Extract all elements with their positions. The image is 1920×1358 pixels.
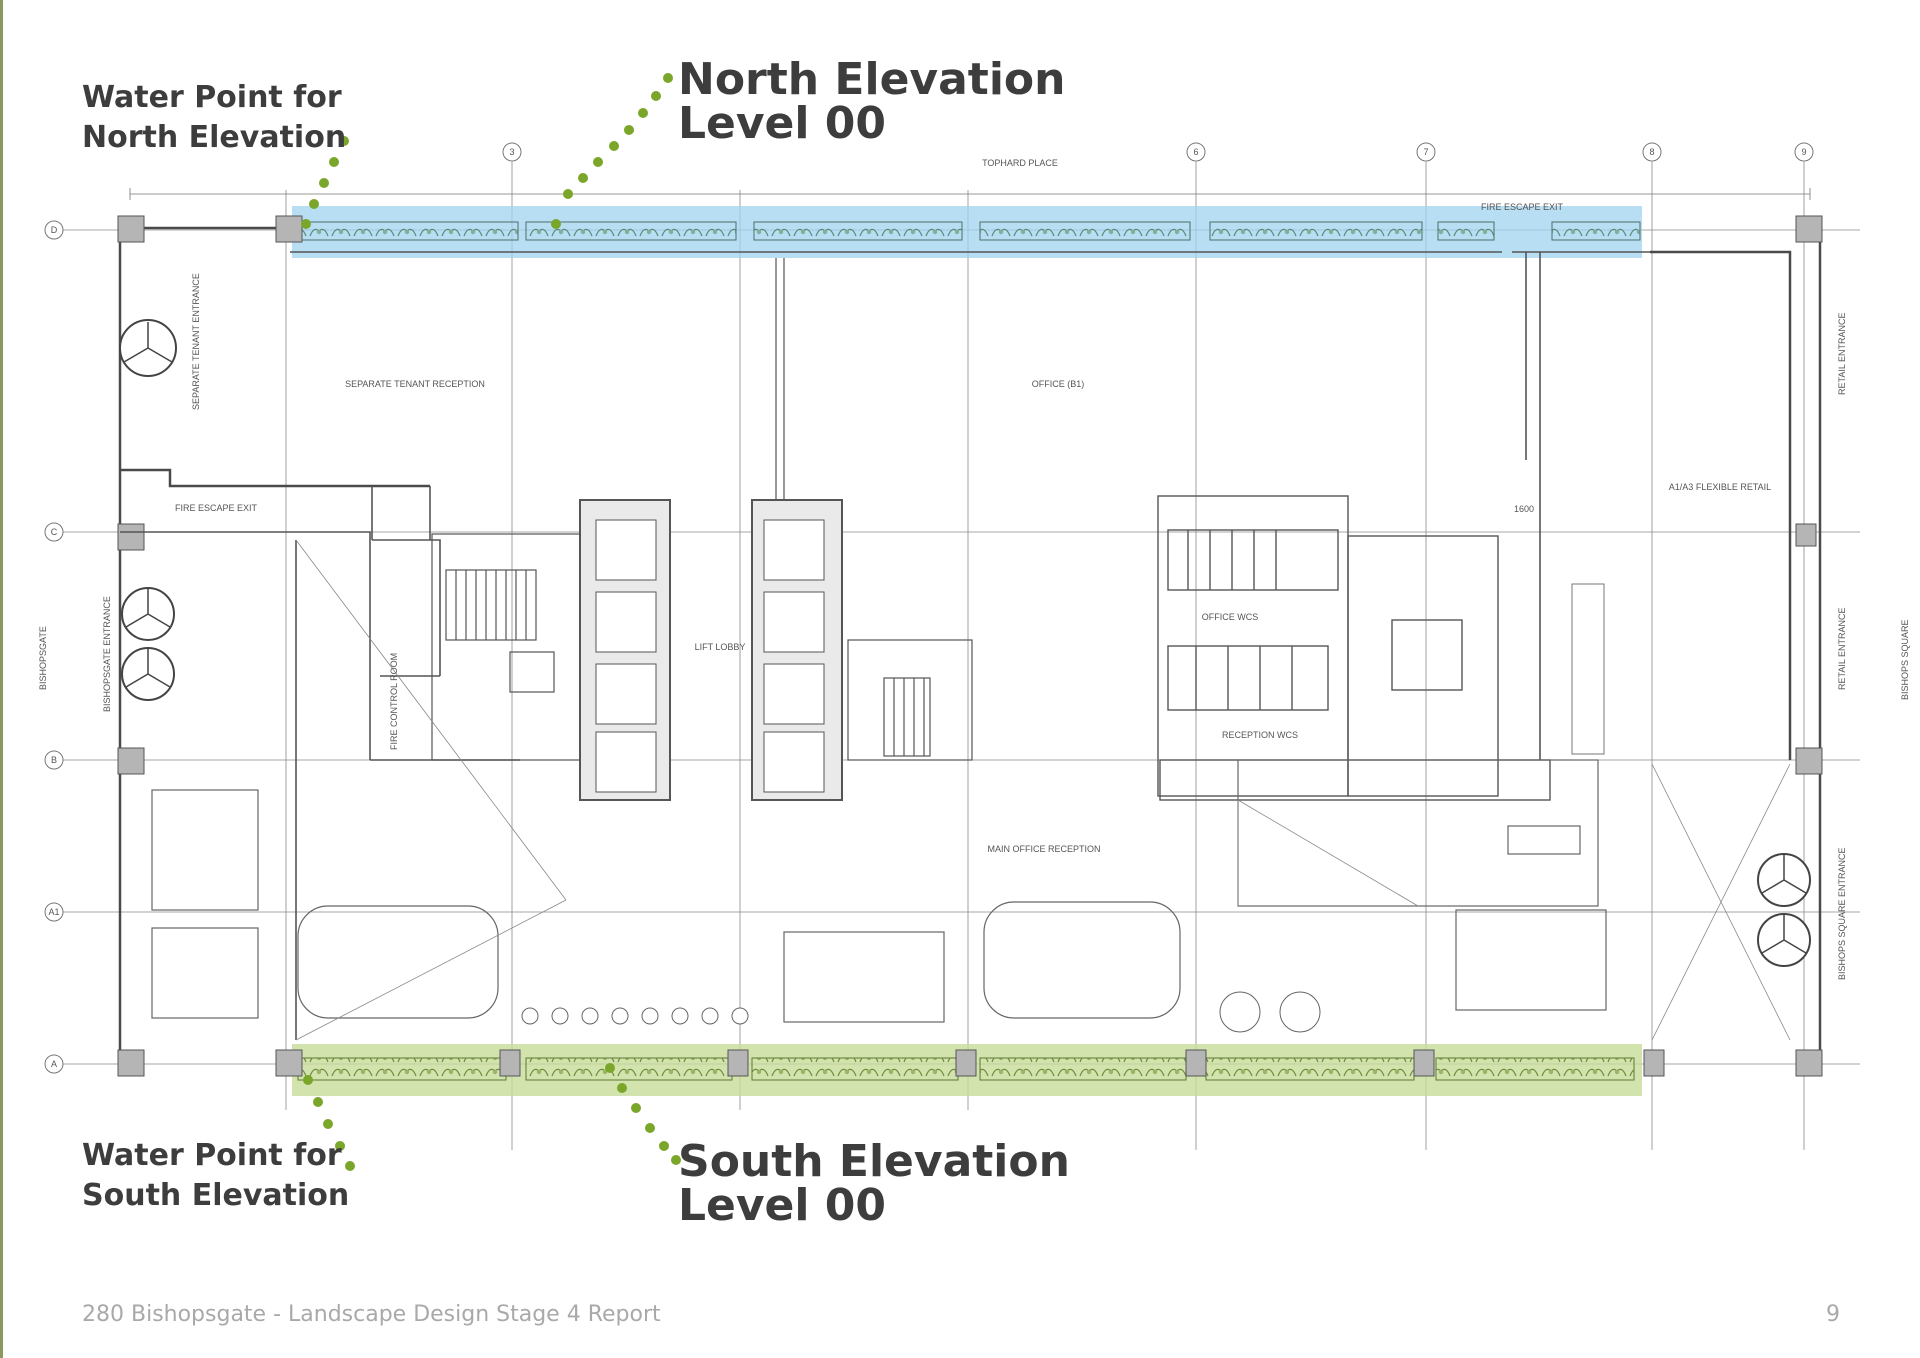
grid-column-label: 6 [1193,147,1198,157]
north-planters [297,221,1641,241]
callout-line: North Elevation [678,54,1066,105]
callout-line: North Elevation [82,120,347,155]
grid-row-label: A [51,1059,57,1069]
grid-row-label: B [51,755,57,765]
leader-dots-north-elevation [551,73,673,229]
core-stair-right [775,258,973,761]
room-label-bishopsgate-entrance: BISHOPSGATE ENTRANCE [102,596,112,712]
leader-dots-south-water [303,1075,355,1171]
room-label-fire-escape-top: FIRE ESCAPE EXIT [1481,202,1564,212]
callout-line: South Elevation [678,1136,1070,1187]
dimension-line-top [129,188,1811,200]
furniture [151,759,1607,1023]
callout-line: South Elevation [82,1178,350,1213]
room-label-bishops-square-entrance: BISHOPS SQUARE ENTRANCE [1837,847,1847,980]
grid-column-label: 9 [1801,147,1806,157]
leader-dots-north-water [301,136,349,229]
grid-column-label: 3 [509,147,514,157]
callout-water-point-north: Water Point for North Elevation [82,78,346,158]
leader-dots-south-elevation [605,1063,681,1165]
room-label-retail-entrance-top: RETAIL ENTRANCE [1837,312,1847,395]
grid-column-label: 7 [1423,147,1428,157]
page-left-rule [0,0,3,1358]
callout-line: Water Point for [82,80,342,115]
street-label-right: BISHOPS SQUARE [1900,619,1910,700]
callout-line: Level 00 [678,1180,887,1231]
callout-line: Level 00 [678,98,887,149]
room-label-fire-control-room: FIRE CONTROL ROOM [389,653,399,750]
dimension-label: 1600 [1514,504,1534,514]
grid-lines [60,162,1860,1150]
grid-row-label: D [51,225,58,235]
callout-north-elevation: North Elevation Level 00 [678,58,1065,146]
grid-column-markers [502,142,1814,162]
room-label-office: OFFICE (B1) [1032,379,1085,389]
furniture-chairs [521,991,1321,1033]
callout-water-point-south: Water Point for South Elevation [82,1136,349,1216]
interior-walls [120,251,1650,1040]
grid-row-label: A1 [48,907,59,917]
room-label-reception-wcs: RECEPTION WCS [1222,730,1298,740]
diagonal-lines [295,539,1791,1041]
room-label-retail-entrance-mid: RETAIL ENTRANCE [1837,607,1847,690]
callout-south-elevation: South Elevation Level 00 [678,1140,1070,1228]
room-label-office-wcs: OFFICE WCS [1202,612,1259,622]
grid-row-markers [44,220,64,1074]
structural-columns [117,215,1823,1077]
room-label-main-office-reception: MAIN OFFICE RECEPTION [987,844,1100,854]
grid-column-label: 8 [1649,147,1654,157]
footer-page-number: 9 [1826,1302,1840,1327]
wc-block [1157,495,1551,801]
room-label-tenant-reception: SEPARATE TENANT RECEPTION [345,379,485,389]
callout-line: Water Point for [82,1138,342,1173]
footer-document-title: 280 Bishopsgate - Landscape Design Stage… [82,1302,661,1327]
street-label-top: TOPHARD PLACE [982,158,1058,168]
street-label-left: BISHOPSGATE [38,626,48,690]
core-stair-left [431,533,583,761]
room-label-fire-escape-left: FIRE ESCAPE EXIT [175,503,258,513]
grid-row-label: C [51,527,58,537]
south-planters [297,1057,1635,1081]
room-label-tenant-entrance: SEPARATE TENANT ENTRANCE [191,273,201,410]
room-label-lift-lobby: LIFT LOBBY [695,642,746,652]
retail-rack [1571,583,1605,755]
room-label-flexible-retail: A1/A3 FLEXIBLE RETAIL [1669,482,1771,492]
revolving-doors [119,319,1811,967]
